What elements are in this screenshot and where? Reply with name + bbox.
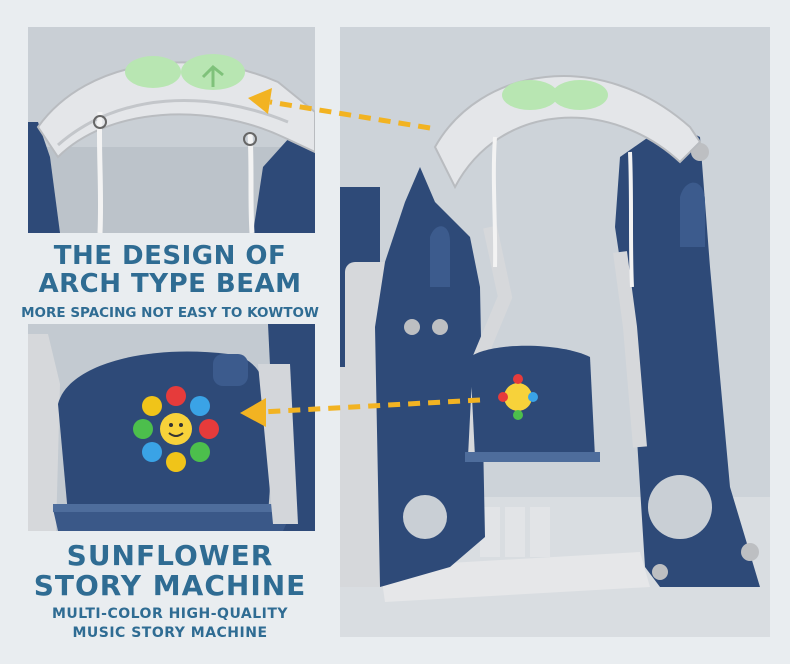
sunflower-icon: [498, 374, 538, 420]
arch-leaf-icon: [125, 54, 245, 90]
sunflower-subtitle-line2: MUSIC STORY MACHINE: [72, 625, 268, 641]
arch-beam-closeup-photo: [28, 27, 315, 233]
arch-beam-title-line1: THE DESIGN OF: [53, 241, 287, 271]
sunflower-seat-closeup-photo: [28, 324, 315, 531]
sunflower-heading: SUNFLOWER STORY MACHINE MULTI-COLOR HIGH…: [0, 541, 340, 643]
arch-leaf-icon: [502, 80, 608, 110]
arch-beam-subtitle: MORE SPACING NOT EASY TO KOWTOW: [21, 305, 319, 321]
arch-beam-title-line2: ARCH TYPE BEAM: [38, 269, 302, 299]
sunflower-title-line1: SUNFLOWER: [66, 539, 274, 572]
sunflower-title-line2: STORY MACHINE: [33, 569, 307, 602]
sunflower-icon: [133, 386, 219, 472]
arch-beam-heading: THE DESIGN OF ARCH TYPE BEAM MORE SPACIN…: [0, 242, 340, 322]
sunflower-subtitle-line1: MULTI-COLOR HIGH-QUALITY: [51, 606, 289, 622]
swing-set-photo: [340, 27, 770, 637]
